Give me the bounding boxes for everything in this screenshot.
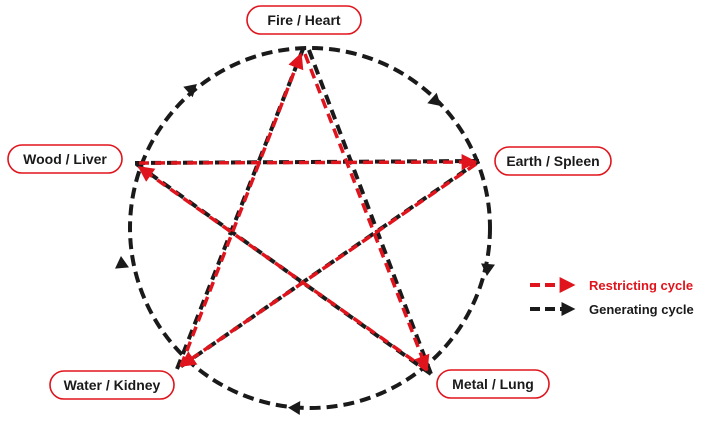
generating-arrow-wood-to-fire: [183, 83, 197, 98]
restricting-metal-to-wood: [137, 165, 429, 372]
node-earth-spleen: Earth / Spleen: [494, 146, 612, 176]
node-fire-heart: Fire / Heart: [246, 5, 362, 35]
node-wood-liver: Wood / Liver: [7, 144, 123, 174]
generating-arrow-metal-to-water: [288, 401, 301, 415]
generating-arrow-water-to-wood: [115, 256, 129, 269]
restricting-water-to-fire: [179, 52, 304, 367]
legend: Restricting cycle Generating cycle: [530, 277, 694, 317]
generating-cycle-circle: [128, 46, 492, 410]
legend-restricting: Restricting cycle: [530, 277, 693, 293]
generating-arrow-fire-to-earth: [427, 92, 441, 107]
restricting-fire-to-metal: [303, 53, 430, 372]
generating-cycle-arrowheads: [115, 83, 495, 415]
legend-restricting-label: Restricting cycle: [589, 278, 693, 293]
legend-generating-label: Generating cycle: [589, 302, 694, 317]
restricting-wood-to-earth: [138, 154, 478, 171]
restricting-earth-to-water: [179, 162, 477, 368]
restricting-cycle-star: [133, 48, 481, 376]
generating-arrow-earth-to-metal: [481, 263, 495, 276]
legend-generating: Generating cycle: [530, 302, 694, 317]
node-water-kidney: Water / Kidney: [49, 370, 175, 400]
node-earth-spleen-label: Earth / Spleen: [506, 153, 599, 169]
node-wood-liver-label: Wood / Liver: [23, 151, 107, 167]
node-metal-lung: Metal / Lung: [436, 369, 550, 399]
node-fire-heart-label: Fire / Heart: [267, 12, 340, 28]
node-metal-lung-label: Metal / Lung: [452, 376, 534, 392]
node-water-kidney-label: Water / Kidney: [64, 377, 161, 393]
